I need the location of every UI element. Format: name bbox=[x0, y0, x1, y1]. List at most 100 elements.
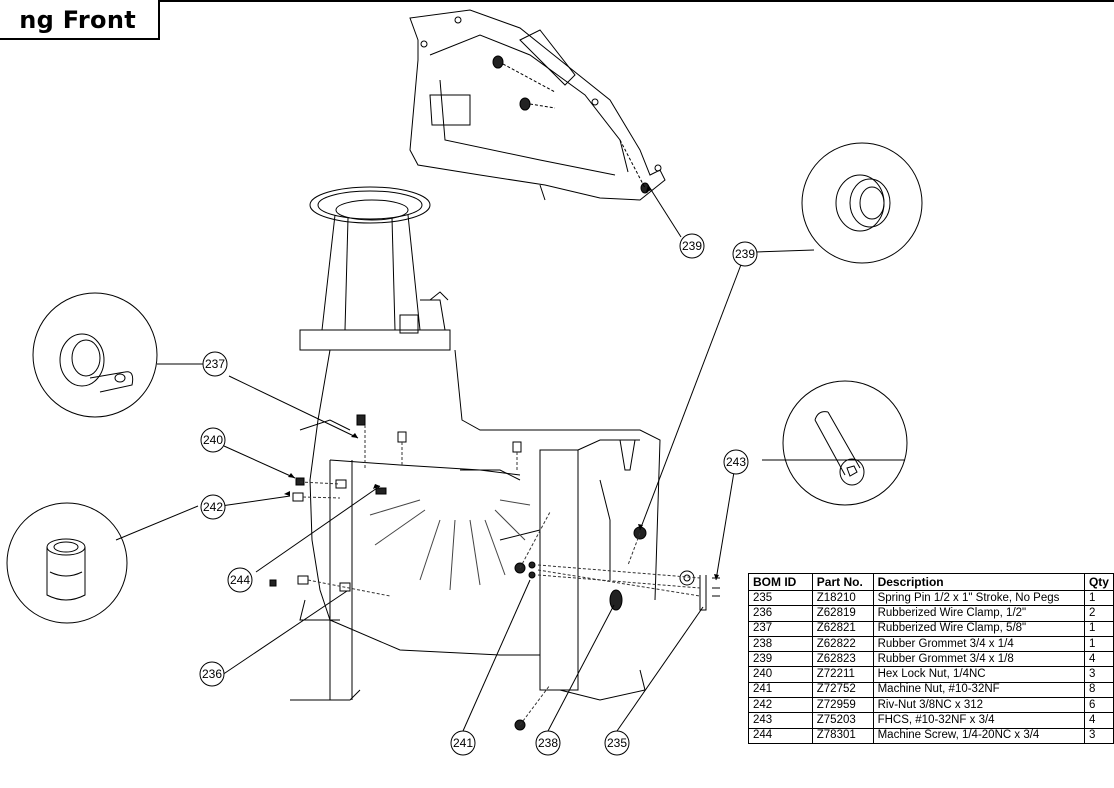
callout-label: 242 bbox=[203, 500, 223, 514]
chute-part bbox=[299, 186, 451, 351]
callout-237: 237 bbox=[202, 351, 228, 377]
bom-header-row: BOM ID Part No. Description Qty bbox=[748, 573, 1114, 591]
callout-239: 239 bbox=[679, 233, 705, 259]
upper-cover-part bbox=[409, 9, 666, 201]
bom-cell-id: 240 bbox=[748, 666, 813, 683]
bom-cell-qty: 1 bbox=[1083, 620, 1114, 637]
callout-circle bbox=[732, 241, 758, 267]
callout-241: 241 bbox=[450, 730, 476, 756]
hardware-parts bbox=[269, 414, 720, 731]
bom-cell-part: Z62822 bbox=[811, 635, 874, 653]
bom-cell-description: Spring Pin 1/2 x 1" Stroke, No Pegs bbox=[872, 589, 1085, 607]
callout-label: 237 bbox=[205, 357, 225, 371]
leader-lines bbox=[115, 184, 905, 732]
callout-240: 240 bbox=[200, 427, 226, 453]
bom-cell-description: Rubber Grommet 3/4 x 1/8 bbox=[872, 651, 1085, 668]
bom-cell-description: Rubberized Wire Clamp, 1/2" bbox=[872, 605, 1085, 622]
main-housing-part bbox=[290, 349, 661, 701]
bom-cell-id: 241 bbox=[748, 681, 813, 699]
callout-label: 244 bbox=[230, 573, 250, 587]
bom-cell-id: 239 bbox=[748, 651, 813, 668]
bom-cell-part: Z75203 bbox=[811, 712, 874, 729]
bom-cell-qty: 1 bbox=[1083, 635, 1114, 653]
bom-cell-id: 242 bbox=[748, 697, 813, 714]
bom-cell-qty: 3 bbox=[1083, 727, 1114, 744]
bom-cell-part: Z78301 bbox=[811, 727, 874, 744]
callout-label: 243 bbox=[726, 455, 746, 469]
title-box: ng Front bbox=[0, 0, 160, 40]
bom-cell-qty: 8 bbox=[1083, 681, 1114, 699]
bom-cell-id: 243 bbox=[748, 712, 813, 729]
callout-label: 241 bbox=[453, 736, 473, 750]
bom-cell-description: Hex Lock Nut, 1/4NC bbox=[872, 666, 1085, 683]
bom-header-qty: Qty bbox=[1083, 573, 1114, 591]
bom-cell-qty: 2 bbox=[1083, 605, 1114, 622]
bom-cell-id: 237 bbox=[748, 620, 813, 637]
fan-slots bbox=[369, 499, 531, 591]
callout-236: 236 bbox=[199, 661, 225, 687]
bom-cell-qty: 1 bbox=[1083, 589, 1114, 607]
bom-cell-part: Z72752 bbox=[811, 681, 874, 699]
callout-circle bbox=[200, 427, 226, 453]
upper-cover-grommets bbox=[492, 55, 650, 194]
callout-circle bbox=[227, 567, 253, 593]
callout-label: 235 bbox=[607, 736, 627, 750]
bom-cell-part: Z72959 bbox=[811, 697, 874, 714]
bom-cell-part: Z18210 bbox=[811, 589, 874, 607]
bom-cell-description: Riv-Nut 3/8NC x 312 bbox=[872, 697, 1085, 714]
bom-header-id: BOM ID bbox=[748, 573, 813, 591]
detail-bubble-243 bbox=[782, 380, 908, 506]
callout-circle bbox=[200, 494, 226, 520]
callout-circle bbox=[604, 730, 630, 756]
bom-cell-qty: 4 bbox=[1083, 651, 1114, 668]
bom-cell-description: Machine Screw, 1/4-20NC x 3/4 bbox=[872, 727, 1085, 744]
bom-cell-part: Z62819 bbox=[811, 605, 874, 622]
callout-circle bbox=[679, 233, 705, 259]
callout-circle bbox=[202, 351, 228, 377]
bom-cell-description: Rubber Grommet 3/4 x 1/4 bbox=[872, 635, 1085, 653]
exploded-dashed-lines bbox=[299, 425, 701, 726]
bom-cell-id: 238 bbox=[748, 635, 813, 653]
bom-cell-id: 244 bbox=[748, 727, 813, 744]
bom-cell-part: Z62823 bbox=[811, 651, 874, 668]
detail-bubble-237 bbox=[32, 292, 158, 418]
callout-242: 242 bbox=[200, 494, 226, 520]
callout-238: 238 bbox=[535, 730, 561, 756]
callout-243: 243 bbox=[723, 449, 749, 475]
callout-circle bbox=[535, 730, 561, 756]
callout-label: 238 bbox=[538, 736, 558, 750]
bom-cell-id: 235 bbox=[748, 589, 813, 607]
bom-cell-part: Z62821 bbox=[811, 620, 874, 637]
bom-cell-qty: 3 bbox=[1083, 666, 1114, 683]
callout-244: 244 bbox=[227, 567, 253, 593]
bom-cell-description: Machine Nut, #10-32NF bbox=[872, 681, 1085, 699]
callout-label: 239 bbox=[682, 239, 702, 253]
bom-cell-qty: 6 bbox=[1083, 697, 1114, 714]
callout-label: 236 bbox=[202, 667, 222, 681]
bom-cell-qty: 4 bbox=[1083, 712, 1114, 729]
bom-cell-part: Z72211 bbox=[811, 666, 874, 683]
bom-cell-description: FHCS, #10-32NF x 3/4 bbox=[872, 712, 1085, 729]
callout-label: 240 bbox=[203, 433, 223, 447]
callout-circle bbox=[723, 449, 749, 475]
top-border bbox=[158, 0, 1114, 2]
detail-bubble-239 bbox=[801, 142, 923, 264]
callout-label: 239 bbox=[735, 247, 755, 261]
bom-header-part: Part No. bbox=[811, 573, 874, 591]
bom-header-description: Description bbox=[872, 573, 1085, 591]
bom-cell-id: 236 bbox=[748, 605, 813, 622]
callout-235: 235 bbox=[604, 730, 630, 756]
callout-circle bbox=[450, 730, 476, 756]
